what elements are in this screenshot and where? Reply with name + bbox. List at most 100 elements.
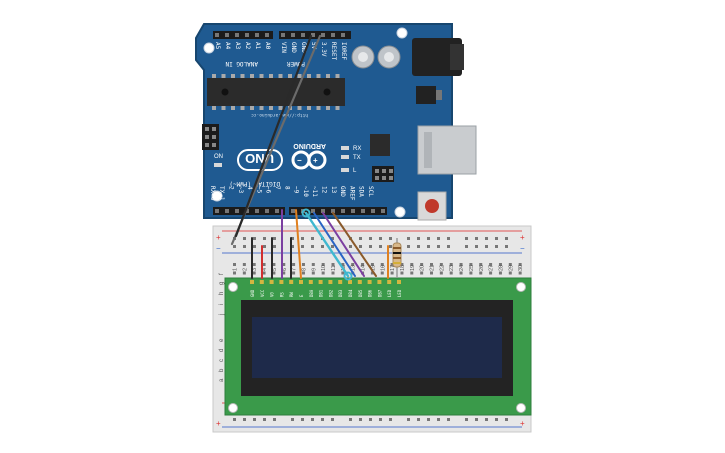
rail-hole[interactable] [407,245,410,248]
rail-hole[interactable] [437,245,440,248]
rail-hole[interactable] [505,237,508,240]
breadboard-hole[interactable] [351,263,355,266]
breadboard-hole[interactable] [489,271,493,275]
rail-hole[interactable] [427,237,430,240]
breadboard-hole[interactable] [469,271,473,275]
breadboard-hole[interactable] [370,271,374,275]
rail-hole[interactable] [495,245,498,248]
breadboard-hole[interactable] [410,271,414,275]
icsp-pin[interactable] [212,127,216,131]
rail-hole[interactable] [359,418,362,421]
rail-hole[interactable] [465,245,468,248]
breadboard-hole[interactable] [479,263,483,266]
rail-hole[interactable] [359,245,362,248]
icsp-pin[interactable] [205,127,209,131]
rail-hole[interactable] [437,237,440,240]
digital-pin-socket[interactable] [341,209,345,213]
icsp2-pin[interactable] [382,169,386,173]
lcd-pin[interactable] [367,280,372,284]
digital-pin-socket[interactable] [265,209,269,213]
breadboard-hole[interactable] [508,263,512,266]
rail-hole[interactable] [389,237,392,240]
breadboard-hole[interactable] [311,263,315,266]
rail-hole[interactable] [427,245,430,248]
breadboard-hole[interactable] [272,263,276,266]
rail-hole[interactable] [379,237,382,240]
rail-hole[interactable] [427,418,430,421]
rail-hole[interactable] [389,245,392,248]
rail-hole[interactable] [311,418,314,421]
rail-hole[interactable] [331,237,334,240]
digital-pin-socket[interactable] [235,209,239,213]
rail-hole[interactable] [321,418,324,421]
breadboard-hole[interactable] [242,271,246,275]
wire-lcd-e[interactable] [295,209,302,279]
breadboard-hole[interactable] [459,271,463,275]
rail-hole[interactable] [233,245,236,248]
power-pin-socket[interactable] [331,33,335,37]
breadboard-hole[interactable] [292,271,296,275]
rail-hole[interactable] [379,245,382,248]
rail-hole[interactable] [273,245,276,248]
rail-hole[interactable] [321,245,324,248]
rail-hole[interactable] [447,245,450,248]
lcd-pin[interactable] [397,280,401,284]
rail-hole[interactable] [417,418,420,421]
icsp2-pin[interactable] [389,176,393,180]
breadboard-hole[interactable] [439,271,443,275]
breadboard-hole[interactable] [331,263,335,266]
rail-hole[interactable] [485,418,488,421]
power-pin-socket[interactable] [311,33,315,37]
breadboard-hole[interactable] [321,271,325,275]
analog-pin-socket[interactable] [215,33,219,37]
rail-hole[interactable] [417,245,420,248]
breadboard-hole[interactable] [430,263,433,266]
breadboard-hole[interactable] [518,271,522,275]
lcd-pin[interactable] [348,280,352,284]
rail-hole[interactable] [495,418,498,421]
breadboard-hole[interactable] [420,263,424,266]
breadboard-hole[interactable] [400,263,404,266]
breadboard-hole[interactable] [449,263,453,266]
rail-hole[interactable] [301,237,304,240]
digital-pin-socket[interactable] [215,209,219,213]
analog-pin-socket[interactable] [245,33,249,37]
breadboard-hole[interactable] [301,271,305,275]
rail-hole[interactable] [369,245,372,248]
rail-hole[interactable] [447,418,450,421]
digital-header-high[interactable] [289,207,387,215]
lcd-pin[interactable] [387,280,392,284]
breadboard-hole[interactable] [498,263,502,266]
breadboard-hole[interactable] [508,271,512,275]
breadboard-hole[interactable] [390,271,394,275]
digital-pin-socket[interactable] [381,209,385,213]
rail-hole[interactable] [253,237,256,240]
rail-hole[interactable] [263,245,266,248]
breadboard-hole[interactable] [439,263,443,266]
breadboard-hole[interactable] [282,263,286,266]
rail-hole[interactable] [263,237,266,240]
icsp-pin[interactable] [205,135,209,139]
rail-hole[interactable] [465,418,468,421]
breadboard-hole[interactable] [380,271,384,275]
rail-hole[interactable] [369,237,372,240]
rail-hole[interactable] [447,237,450,240]
rail-hole[interactable] [349,245,352,248]
digital-pin-socket[interactable] [351,209,355,213]
rail-hole[interactable] [263,418,266,421]
rail-hole[interactable] [475,237,478,240]
breadboard-hole[interactable] [272,271,276,275]
breadboard-hole[interactable] [420,271,424,275]
digital-pin-socket[interactable] [255,209,259,213]
rail-hole[interactable] [379,418,382,421]
rail-hole[interactable] [273,237,276,240]
lcd-pin[interactable] [259,280,264,284]
rail-hole[interactable] [331,245,334,248]
wire-d9[interactable] [322,212,365,277]
digital-pin-socket[interactable] [331,209,335,213]
breadboard-hole[interactable] [469,263,473,266]
icsp2-pin[interactable] [375,176,379,180]
wire-gnd-to-rail[interactable] [234,34,313,238]
